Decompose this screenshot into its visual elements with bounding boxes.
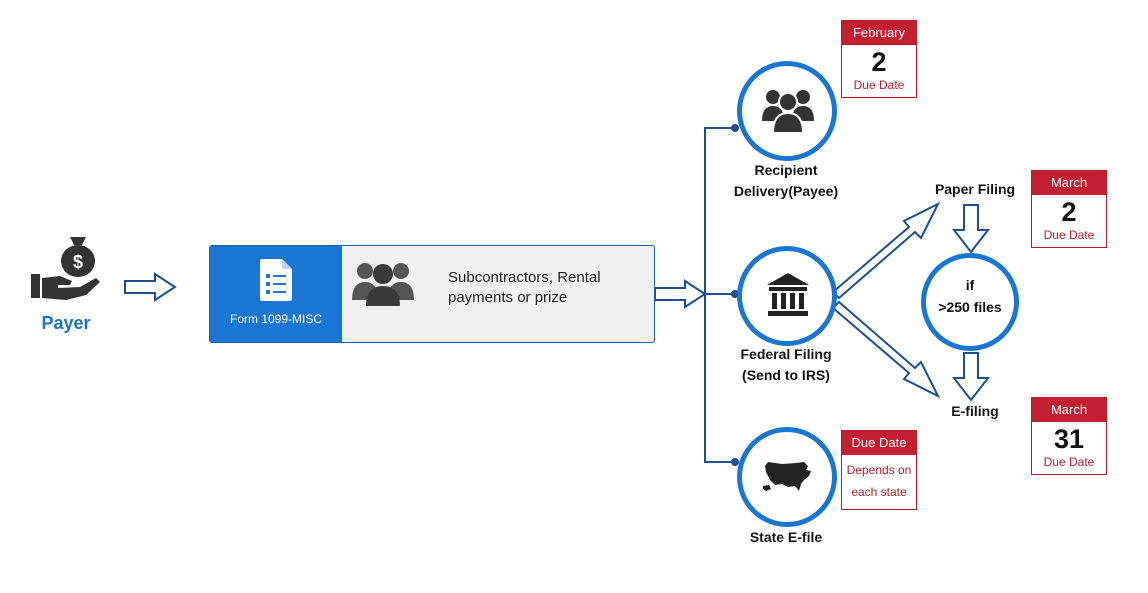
federal-label-line2: (Send to IRS) (742, 367, 830, 383)
document-icon (260, 259, 292, 301)
form-label: Form 1099-MISC (229, 312, 323, 326)
payer-label: Payer (41, 313, 91, 333)
money-bag-hand-icon: $ (31, 237, 100, 300)
calendar-due-label: Due Date (1043, 228, 1095, 242)
dot-recipient (731, 124, 739, 132)
calendar-month: March (1032, 398, 1106, 422)
calendar-due-label: Due Date (1043, 455, 1095, 469)
federal-circle (737, 246, 837, 346)
calendar-efile: March 31 Due Date (1031, 397, 1107, 475)
recipient-label: Recipient Delivery(Payee) (711, 160, 861, 202)
form-1099-misc-box: Form 1099-MISC Subcontractors, Rental pa… (209, 245, 655, 343)
paper-filing-label: Paper Filing (934, 181, 1016, 197)
calendar-month: February (842, 21, 916, 45)
arrow-condition-down (951, 352, 991, 402)
federal-label: Federal Filing (Send to IRS) (711, 344, 861, 386)
arrow-federal-to-efiling (831, 300, 941, 399)
calendar-due-label: Due Date (853, 78, 905, 92)
calendar-paper: March 2 Due Date (1031, 170, 1107, 248)
calendar-state-text: Depends on each state (842, 455, 916, 509)
calendar-day: 2 (871, 47, 887, 77)
condition-label: if >250 files (924, 274, 1016, 318)
calendar-day: 2 (1061, 197, 1077, 227)
recipient-label-line1: Recipient (754, 162, 818, 178)
state-circle (737, 427, 837, 527)
svg-text:$: $ (73, 252, 83, 272)
arrow-paper-down (951, 204, 991, 254)
arrow-payer-to-form (124, 272, 177, 302)
efiling-label: E-filing (951, 403, 999, 419)
arrow-form-to-branch (654, 279, 707, 309)
users-icon (762, 90, 814, 133)
calendar-state-line1: Depends on (846, 463, 912, 477)
state-label: State E-file (749, 529, 823, 545)
calendar-day: 31 (1053, 424, 1085, 454)
recipient-label-line2: Delivery(Payee) (733, 183, 839, 199)
condition-line1: if (965, 277, 975, 293)
calendar-state-line2: each state (851, 485, 907, 499)
people-group-icon (352, 263, 414, 306)
calendar-header: Due Date (842, 431, 916, 455)
usa-map-icon (763, 462, 811, 491)
dot-state (731, 458, 739, 466)
condition-circle (921, 253, 1019, 351)
recipient-circle (737, 61, 837, 161)
calendar-month: March (1032, 171, 1106, 195)
arrow-federal-to-paper (831, 201, 941, 300)
form-description: Subcontractors, Rental payments or prize (448, 269, 601, 306)
bank-building-icon (767, 273, 809, 316)
calendar-state: Due Date Depends on each state (841, 430, 917, 510)
federal-label-line1: Federal Filing (740, 346, 832, 362)
condition-line2: >250 files (938, 299, 1002, 315)
calendar-recipient: February 2 Due Date (841, 20, 917, 98)
form-panel: Form 1099-MISC (210, 246, 342, 342)
